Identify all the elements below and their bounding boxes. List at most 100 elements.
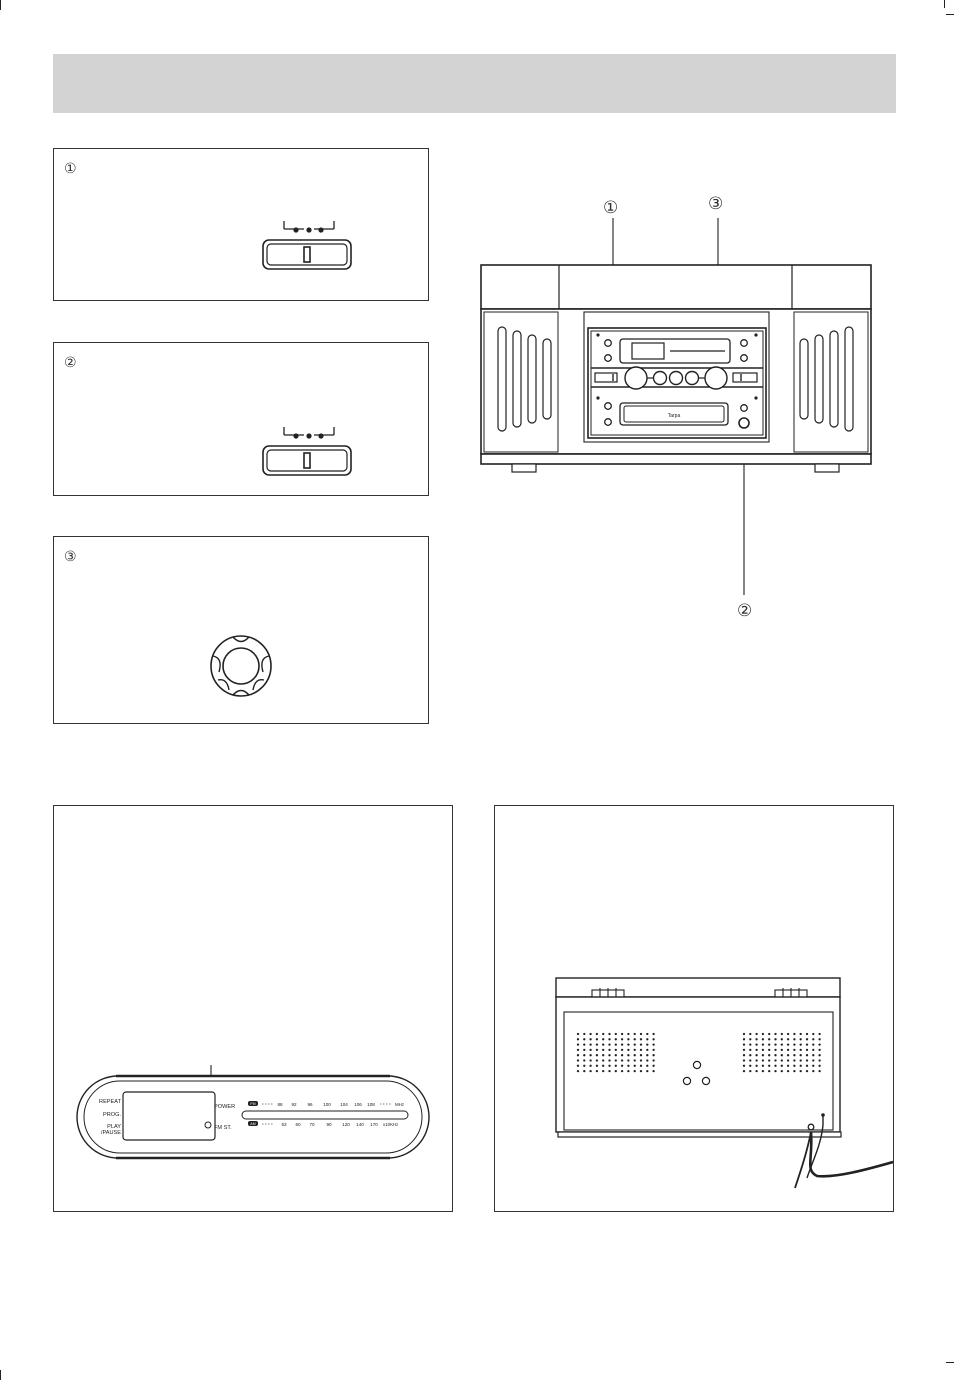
vent-hole (774, 1038, 777, 1041)
vent-hole (608, 1043, 611, 1046)
vent-hole (583, 1048, 586, 1052)
vent-hole (774, 1032, 777, 1036)
vent-hole (742, 1048, 746, 1052)
vent-hole (780, 1064, 783, 1067)
vent-hole (749, 1064, 752, 1067)
vent-hole (583, 1069, 586, 1073)
vent-hole (620, 1069, 624, 1073)
vent-hole (749, 1069, 752, 1073)
crop-mark-bottom-right (946, 1362, 954, 1363)
vent-hole (652, 1064, 655, 1067)
vent-hole (620, 1054, 624, 1057)
vent-hole (646, 1054, 649, 1057)
vent-hole (799, 1048, 802, 1052)
vent-hole (595, 1059, 599, 1062)
vent-hole (576, 1064, 580, 1067)
vent-hole (768, 1043, 771, 1046)
vent-hole (768, 1048, 771, 1052)
vent-hole (602, 1054, 605, 1057)
am-scale-70: 70 (309, 1122, 315, 1127)
pause-label: /PAUSE (101, 1130, 121, 1136)
vent-hole (639, 1048, 643, 1052)
vent-hole (576, 1043, 580, 1046)
vent-hole (614, 1054, 617, 1057)
vent-hole (633, 1043, 636, 1046)
vent-hole (805, 1064, 809, 1067)
slide-switch-1-illustration (262, 221, 352, 270)
vent-hole (583, 1043, 586, 1046)
vent-hole (639, 1059, 643, 1062)
vent-hole (812, 1064, 815, 1067)
vent-hole (761, 1048, 765, 1052)
am-scale-90: 90 (326, 1122, 332, 1127)
vent-hole (812, 1038, 815, 1041)
vent-hole (805, 1059, 809, 1062)
vent-hole (576, 1059, 580, 1062)
vent-hole (614, 1038, 617, 1041)
crop-mark-right (946, 14, 954, 15)
vent-hole (627, 1048, 630, 1052)
vent-hole (755, 1038, 758, 1041)
vent-hole (812, 1069, 815, 1073)
callout-number-1: ① (64, 161, 77, 177)
vent-hole (805, 1054, 809, 1057)
play-label: PLAY (107, 1124, 121, 1130)
vent-hole (595, 1069, 599, 1073)
vent-hole (589, 1043, 592, 1046)
vent-hole (793, 1038, 796, 1041)
vent-hole (742, 1038, 746, 1041)
vent-hole (742, 1054, 746, 1057)
vent-hole (652, 1032, 655, 1036)
vent-hole (583, 1032, 586, 1036)
vent-hole (805, 1048, 809, 1052)
vent-hole (589, 1059, 592, 1062)
vent-hole (589, 1032, 592, 1036)
vent-hole (576, 1048, 580, 1052)
vent-hole (646, 1032, 649, 1036)
vent-hole (774, 1054, 777, 1057)
vent-hole (602, 1032, 605, 1036)
slide-switch-2-illustration (262, 427, 352, 476)
rotary-knob-illustration (210, 635, 272, 697)
vent-hole (799, 1064, 802, 1067)
vent-hole (627, 1032, 630, 1036)
vent-hole (786, 1054, 790, 1057)
vent-hole (627, 1038, 630, 1041)
vent-hole (589, 1048, 592, 1052)
vent-hole (805, 1043, 809, 1046)
vent-hole (793, 1059, 796, 1062)
switch-panel-2: ② (53, 342, 429, 496)
vent-hole (742, 1043, 746, 1046)
vent-hole (755, 1048, 758, 1052)
knob-panel-3: ③ (53, 536, 429, 724)
vent-hole (595, 1032, 599, 1036)
vent-hole (786, 1059, 790, 1062)
vent-hole (768, 1069, 771, 1073)
vent-hole (620, 1064, 624, 1067)
vent-hole (818, 1054, 821, 1057)
vent-hole (805, 1038, 809, 1041)
vent-hole (761, 1069, 765, 1073)
vent-hole (805, 1069, 809, 1073)
vent-hole (614, 1064, 617, 1067)
vent-hole (818, 1048, 821, 1052)
vent-hole (755, 1064, 758, 1067)
vent-hole (627, 1069, 630, 1073)
vent-hole (602, 1038, 605, 1041)
vent-hole (639, 1064, 643, 1067)
vent-hole (602, 1064, 605, 1067)
vent-hole (614, 1069, 617, 1073)
vent-hole (620, 1043, 624, 1046)
vent-hole (812, 1032, 815, 1036)
vent-hole (774, 1069, 777, 1073)
am-scale-60: 60 (295, 1122, 301, 1127)
radio-display-dial: REPEAT PROG. PLAY /PAUSE POWER FM ST. FM… (76, 1065, 430, 1160)
am-scale-140: 140 (356, 1122, 364, 1127)
vent-hole (818, 1059, 821, 1062)
vent-hole (812, 1043, 815, 1046)
vent-hole (583, 1054, 586, 1057)
vent-hole (576, 1032, 580, 1036)
vent-hole (608, 1064, 611, 1067)
right-vent-grid (742, 1032, 821, 1073)
vent-hole (583, 1038, 586, 1041)
